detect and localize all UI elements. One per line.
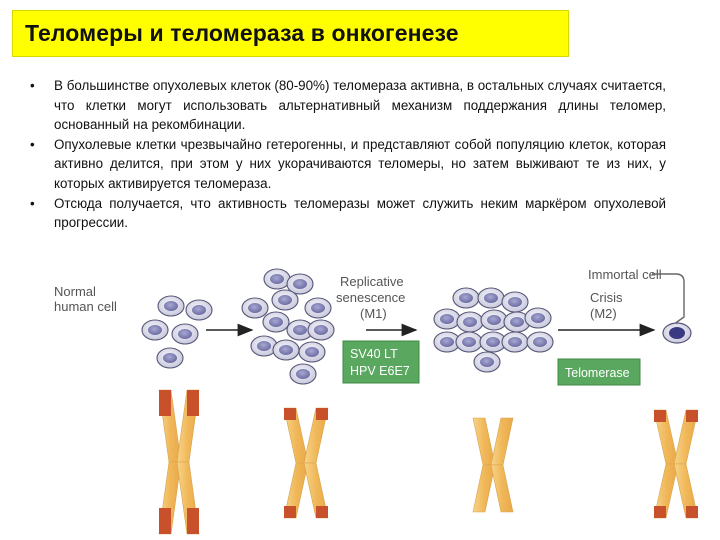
normal-cell-label: Normal human cell [54, 284, 117, 314]
label-line: Replicative [340, 274, 404, 289]
cell [156, 347, 184, 369]
cell [250, 335, 278, 357]
cell [452, 287, 480, 309]
immortal-leader-line [652, 273, 685, 329]
cell [286, 273, 314, 295]
label-line: Immortal cell [588, 267, 662, 282]
box-line: HPV E6E7 [350, 364, 410, 378]
cell [157, 295, 185, 317]
box-line: Telomerase [565, 366, 630, 380]
crisis-label: Crisis (M2) [590, 290, 623, 321]
label-line: Crisis [590, 290, 623, 305]
cell [241, 297, 269, 319]
cell [456, 311, 484, 333]
cell [307, 319, 335, 341]
bullet-item: • Отсюда получается, что активность телом… [30, 194, 666, 233]
cell-group-normal [141, 295, 213, 369]
chromosome [283, 407, 329, 519]
bullet-list: • В большинстве опухолевых клеток (80-90%… [30, 76, 666, 233]
cell [480, 309, 508, 331]
cell [141, 319, 169, 341]
cell [473, 351, 501, 373]
bullet-item: • Опухолевые клетки чрезвычайно гетероген… [30, 135, 666, 194]
cell [171, 323, 199, 345]
cell [501, 291, 529, 313]
label-line: Normal [54, 284, 96, 299]
bullet-marker: • [30, 195, 35, 211]
cell [526, 331, 554, 353]
chromosome-row [158, 389, 699, 535]
sv40-box: SV40 LT HPV E6E7 [342, 340, 420, 384]
senescence-label: Replicative senescence (M1) [336, 274, 405, 321]
cell [304, 297, 332, 319]
label-line: (M1) [360, 306, 387, 321]
bullet-text: Отсюда получается, что активность теломе… [54, 195, 666, 231]
bullet-marker: • [30, 78, 35, 93]
title-banner: Теломеры и теломераза в онкогенезе [12, 10, 569, 57]
cell [262, 311, 290, 333]
slide-title: Теломеры и теломераза в онкогенезе [25, 20, 459, 46]
immortal-cell [662, 322, 692, 344]
bullet-marker: • [30, 136, 35, 152]
cell [501, 331, 529, 353]
box-line: SV40 LT [350, 347, 398, 361]
chromosome [472, 417, 514, 513]
bullet-text: Опухолевые клетки чрезвычайно гетерогенн… [54, 136, 666, 191]
cell [185, 299, 213, 321]
cell [289, 363, 317, 385]
cell [263, 268, 291, 290]
cell [433, 308, 461, 330]
immortal-cell-label: Immortal cell [588, 267, 662, 282]
cell [286, 319, 314, 341]
label-line: (M2) [590, 306, 617, 321]
cell [272, 339, 300, 361]
cell [298, 341, 326, 363]
cell [477, 287, 505, 309]
label-line: senescence [336, 290, 405, 305]
cell-group-crisis [433, 287, 554, 373]
chromosome [158, 389, 200, 535]
chromosome [653, 409, 699, 519]
telomerase-box: Telomerase [557, 358, 641, 386]
cell [271, 289, 299, 311]
bullet-item: • В большинстве опухолевых клеток (80-90%… [30, 76, 666, 135]
bullet-text: В большинстве опухолевых клеток (80-90%)… [54, 78, 666, 133]
cell-group-dividing [241, 268, 335, 385]
telomere-diagram: Normal human cell Replicative senescence… [54, 267, 699, 535]
cell [524, 307, 552, 329]
cell [455, 331, 483, 353]
cell [479, 331, 507, 353]
label-line: human cell [54, 299, 117, 314]
